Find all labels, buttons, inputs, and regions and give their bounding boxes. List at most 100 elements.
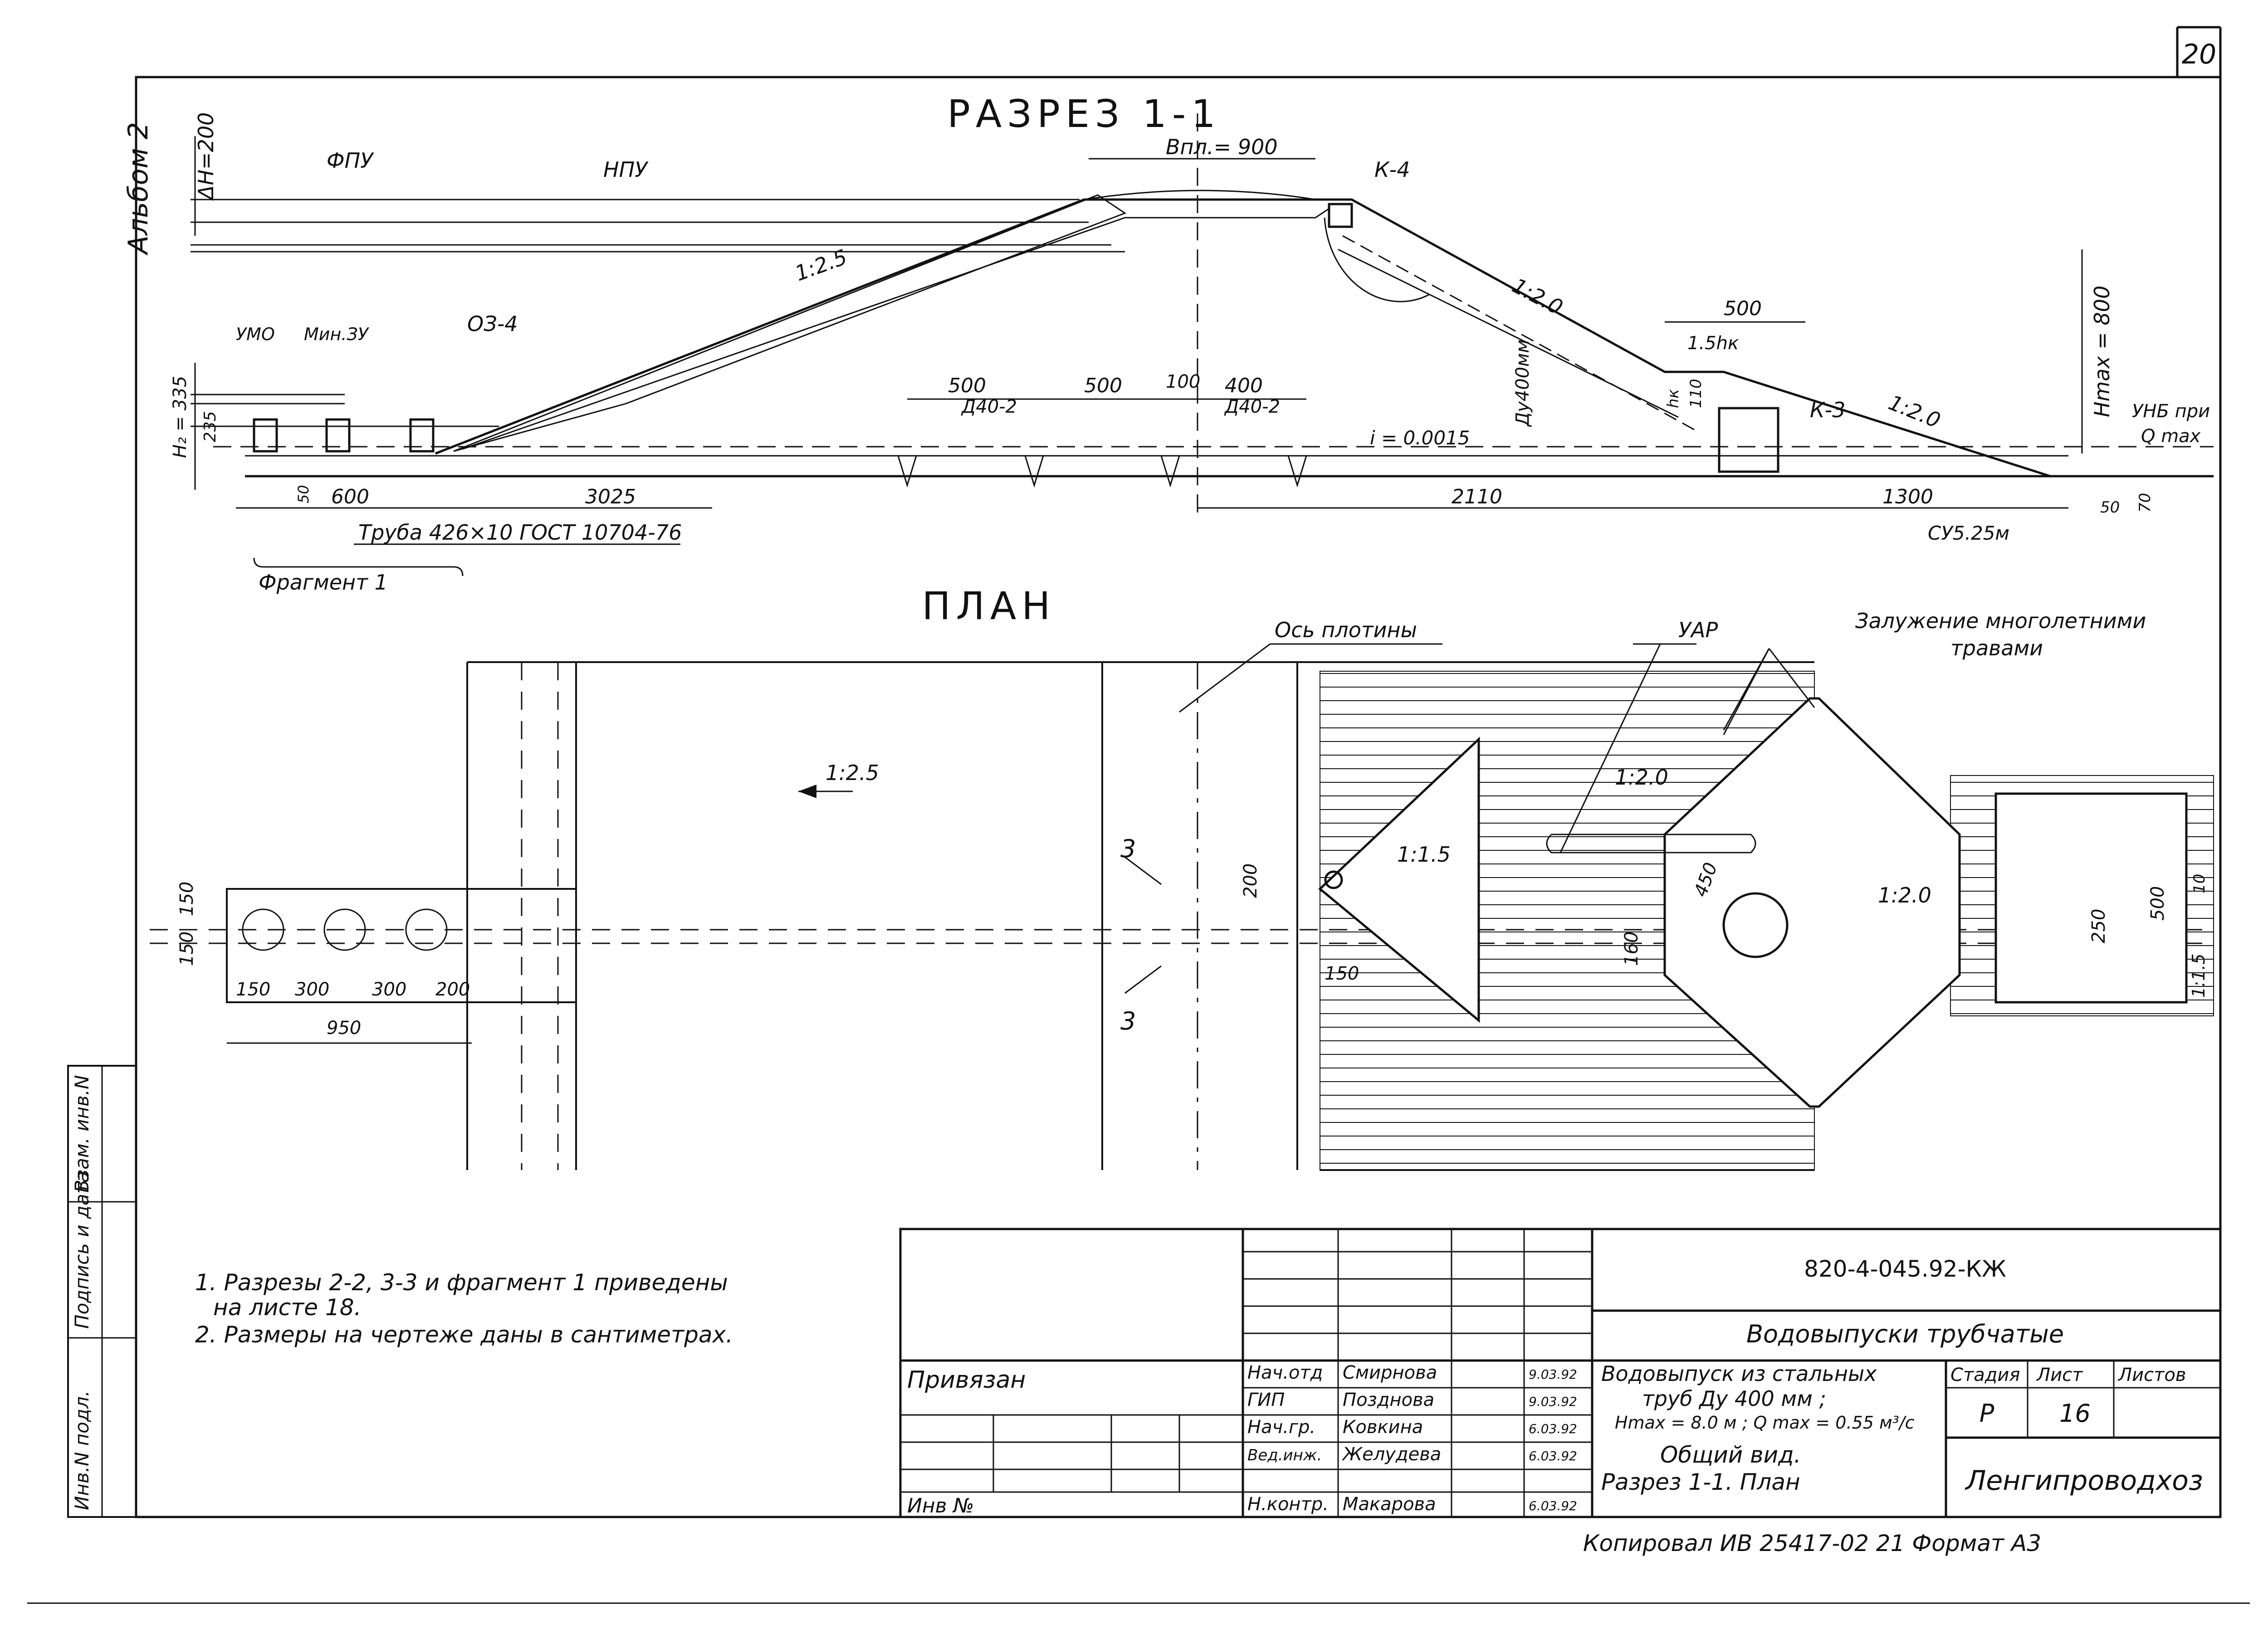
date-3: 6.03.92 xyxy=(1529,1421,1577,1436)
unb-label: УНБ при xyxy=(2132,401,2210,422)
sheet-name-2: Разрез 1-1. План xyxy=(1601,1469,1800,1495)
dim-400: 400 xyxy=(1225,374,1263,397)
notes: 1. Разрезы 2-2, 3-3 и фрагмент 1 приведе… xyxy=(195,1269,733,1348)
o3-label: ОЗ-4 xyxy=(467,312,518,336)
slope-i: i = 0.0015 xyxy=(1370,427,1470,449)
title-block: 820-4-045.92-КЖ Водовыпуски трубчатые Во… xyxy=(899,1228,2222,1556)
sheet-name-1: Общий вид. xyxy=(1660,1442,1801,1468)
cut-3b: 3 xyxy=(1120,1007,1136,1035)
plan-slope-15b: 1:1.5 xyxy=(2189,954,2209,998)
privyazan-label: Привязан xyxy=(907,1366,1026,1394)
du-label: Ду400мм xyxy=(1512,339,1533,427)
h335-label: Н₂ = 335 xyxy=(170,376,191,458)
dim-500a: 500 xyxy=(948,374,986,397)
min-zu-label: Мин.ЗУ xyxy=(304,324,370,344)
note-1b: на листе 18. xyxy=(213,1294,361,1321)
name-line-2: труб Ду 400 мм ; xyxy=(1642,1386,1826,1411)
dim-500b: 500 xyxy=(1084,374,1122,397)
dim-250: 250 xyxy=(2088,909,2109,943)
umo-label: УМО xyxy=(236,324,275,344)
role-3: Нач.гр. xyxy=(1247,1417,1315,1438)
bpl-label: Впл.= 900 xyxy=(1166,135,1278,159)
dim-160: 160 xyxy=(1621,932,1642,966)
slope-downstream: 1:2.0 xyxy=(1508,273,1567,320)
sheet-header: Лист xyxy=(2036,1365,2083,1385)
dim-150b: 150 xyxy=(176,932,197,966)
side-stamp: Инв.N подл. Подпись и дата Взам. инв.N xyxy=(67,1065,137,1518)
qmax-label: Q max xyxy=(2141,426,2201,447)
dim-200b: 200 xyxy=(1240,863,1261,898)
dim-300b: 300 xyxy=(372,979,406,1000)
k4-label: К-4 xyxy=(1374,157,1410,182)
date-4: 6.03.92 xyxy=(1529,1449,1577,1463)
plan-slope-20b: 1:2.0 xyxy=(1878,883,1931,907)
role-2: ГИП xyxy=(1247,1390,1285,1410)
h235-label: 235 xyxy=(201,411,220,442)
stage-header: Стадия xyxy=(1950,1365,2020,1385)
uar-label: УАР xyxy=(1678,618,1718,642)
dim-150c: 150 xyxy=(236,979,270,1000)
h110-label: 110 xyxy=(1687,379,1705,408)
dim-950: 950 xyxy=(327,1018,361,1039)
k3-label: К-3 xyxy=(1810,398,1846,422)
plan-slope-15: 1:1.5 xyxy=(1397,842,1451,867)
dim-200: 200 xyxy=(435,979,470,1000)
dim-50b: 50 xyxy=(2100,498,2120,517)
dim-1300: 1300 xyxy=(1882,485,1933,508)
dim-100: 100 xyxy=(1166,371,1200,392)
series-title: Водовыпуски трубчатые xyxy=(1746,1320,2064,1348)
note-2: 2. Размеры на чертеже даны в сантиметрах… xyxy=(195,1322,733,1348)
sub-label: СУ5.25м xyxy=(1928,522,2009,544)
fragment-label: Фрагмент 1 xyxy=(259,570,388,595)
note-1: 1. Разрезы 2-2, 3-3 и фрагмент 1 приведе… xyxy=(195,1269,728,1296)
hk-label: 1.5hк xyxy=(1687,333,1739,354)
page-number: 20 xyxy=(2182,39,2216,70)
album-label: Альбом 2 xyxy=(122,122,154,256)
cut-3a: 3 xyxy=(1120,834,1136,863)
dim-10: 10 xyxy=(2190,874,2209,893)
side-vzam: Взам. инв.N xyxy=(71,1075,93,1193)
name-line-3: Нmax = 8.0 м ; Q max = 0.55 м³/с xyxy=(1615,1413,1915,1433)
slope-upstream: 1:2.5 xyxy=(792,244,850,286)
name-2: Позднова xyxy=(1343,1390,1434,1410)
role-1: Нач.отд xyxy=(1247,1362,1323,1383)
name-5: Макарова xyxy=(1343,1494,1436,1515)
sheet-value: 16 xyxy=(2059,1399,2091,1428)
d40-a: Д40-2 xyxy=(961,396,1017,417)
dim-70: 70 xyxy=(2136,493,2154,512)
dim-300a: 300 xyxy=(295,979,329,1000)
dh-label: ΔН=200 xyxy=(194,112,218,201)
name-1: Смирнова xyxy=(1343,1362,1437,1383)
plan-view: ПЛАН xyxy=(150,584,2214,1171)
dim-50: 50 xyxy=(295,485,312,503)
d40-b: Д40-2 xyxy=(1224,396,1280,417)
footer-copy: Копировал ИВ 25417-02 21 Формат А3 xyxy=(1583,1530,2041,1556)
axis-label: Ось плотины xyxy=(1275,618,1417,642)
plan-slope-20a: 1:2.0 xyxy=(1615,765,1668,790)
hk2-label: hк xyxy=(1664,389,1682,408)
section-title: РАЗРЕЗ 1-1 xyxy=(947,92,1221,136)
dim-150d: 150 xyxy=(1325,963,1359,984)
dim-3025: 3025 xyxy=(585,485,636,508)
date-2: 9.03.92 xyxy=(1529,1394,1577,1409)
name-3: Ковкина xyxy=(1343,1417,1423,1438)
dim-150a: 150 xyxy=(176,882,197,916)
plan-slope-25: 1:2.5 xyxy=(826,761,879,785)
dim-2110: 2110 xyxy=(1452,485,1502,508)
name-4: Желудева xyxy=(1341,1444,1441,1465)
sheets-header: Листов xyxy=(2117,1365,2186,1385)
date-1: 9.03.92 xyxy=(1529,1367,1577,1382)
stage-value: Р xyxy=(1980,1399,1994,1428)
side-inv-podl: Инв.N подл. xyxy=(71,1390,93,1510)
fpu-label: ФПУ xyxy=(327,148,374,173)
role-4: Вед.инж. xyxy=(1247,1446,1322,1464)
plan-title: ПЛАН xyxy=(922,584,1056,628)
doc-code: 820-4-045.92-КЖ xyxy=(1804,1256,2006,1282)
hmax-label: Нmax = 800 xyxy=(2090,286,2114,417)
npu-label: НПУ xyxy=(603,157,649,182)
pipe-label: Труба 426×10 ГОСТ 10704-76 xyxy=(358,520,682,545)
date-5: 6.03.92 xyxy=(1529,1498,1577,1513)
grass-label-2: травами xyxy=(1950,636,2043,660)
d500-top: 500 xyxy=(1724,297,1762,320)
